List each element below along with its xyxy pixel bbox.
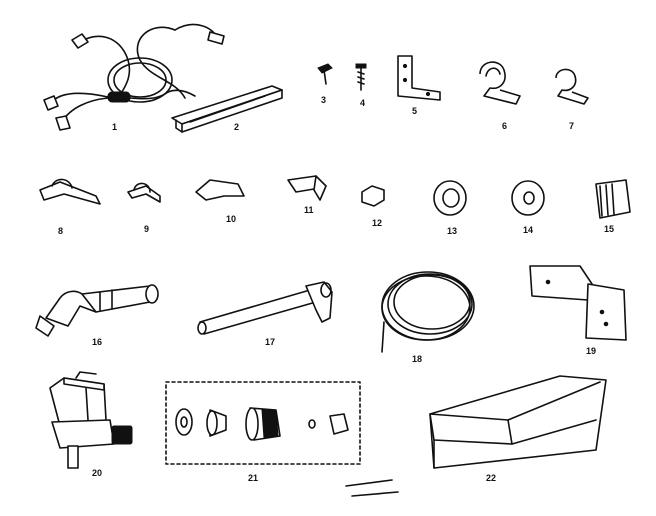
label-15: 15 (604, 224, 614, 234)
part-7-clamp (555, 68, 589, 105)
label-2: 2 (234, 122, 239, 132)
part-14-washer (511, 180, 545, 216)
part-13-washer (433, 180, 467, 216)
label-11: 11 (304, 205, 314, 215)
part-3-screw (317, 63, 333, 85)
part-5-bracket (397, 55, 441, 101)
label-14: 14 (523, 225, 533, 235)
part-9-clip (127, 182, 161, 203)
label-22: 22 (486, 473, 496, 483)
part-16-elbow-tube (35, 284, 159, 337)
label-12: 12 (372, 218, 382, 228)
label-7: 7 (569, 121, 574, 131)
part-11-clip (287, 175, 327, 201)
label-1: 1 (112, 122, 117, 132)
label-20: 20 (92, 468, 102, 478)
label-21: 21 (248, 473, 258, 483)
label-10: 10 (226, 214, 236, 224)
label-8: 8 (58, 226, 63, 236)
label-6: 6 (502, 121, 507, 131)
part-12-nut (361, 185, 385, 207)
part-2-channel-strip (171, 85, 283, 133)
label-17: 17 (265, 337, 275, 347)
part-21-valve-kit (165, 381, 361, 465)
decorative-lines (345, 479, 399, 497)
part-18-coiled-tubing (381, 271, 475, 353)
part-4-screw (355, 63, 367, 91)
part-6-clamp (479, 61, 521, 105)
part-8-clip (39, 178, 101, 205)
part-22-pan (429, 375, 607, 469)
label-4: 4 (360, 98, 365, 108)
part-17-tube (197, 281, 333, 335)
label-3: 3 (321, 95, 326, 105)
part-10-clip (195, 179, 245, 201)
label-19: 19 (586, 346, 596, 356)
part-labels: 1 2 3 4 5 6 7 8 9 10 11 12 13 14 15 16 1… (58, 95, 614, 483)
label-5: 5 (412, 106, 417, 116)
label-13: 13 (447, 226, 457, 236)
part-19-mounting-bracket (529, 265, 627, 341)
label-18: 18 (412, 354, 422, 364)
label-9: 9 (144, 224, 149, 234)
part-15-pad (595, 179, 631, 219)
part-20-water-valve (49, 371, 133, 469)
part-1-wire-harness (43, 23, 225, 131)
label-16: 16 (92, 337, 102, 347)
